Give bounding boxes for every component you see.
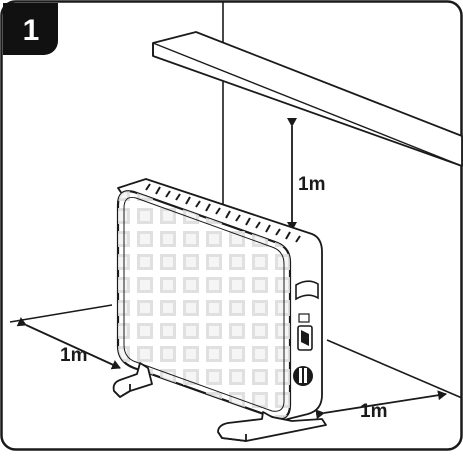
step-number: 1 — [23, 14, 40, 47]
clearance-right-arrow — [315, 390, 447, 420]
clearance-above-label: 1m — [298, 174, 325, 195]
heater-foot-right — [217, 411, 327, 442]
clearance-left-arrow — [16, 317, 121, 370]
rocker-switch-icon — [297, 313, 313, 351]
heater — [112, 178, 327, 442]
clearance-right-label: 1m — [360, 401, 387, 422]
carry-handle — [295, 280, 319, 301]
wall-shelf — [152, 31, 463, 167]
step-badge: 1 — [3, 3, 58, 55]
heater-top-grille — [145, 183, 301, 243]
heater-foot-left — [112, 362, 153, 398]
thermostat-knob-icon — [293, 366, 313, 386]
clearance-left-label: 1m — [60, 345, 87, 366]
